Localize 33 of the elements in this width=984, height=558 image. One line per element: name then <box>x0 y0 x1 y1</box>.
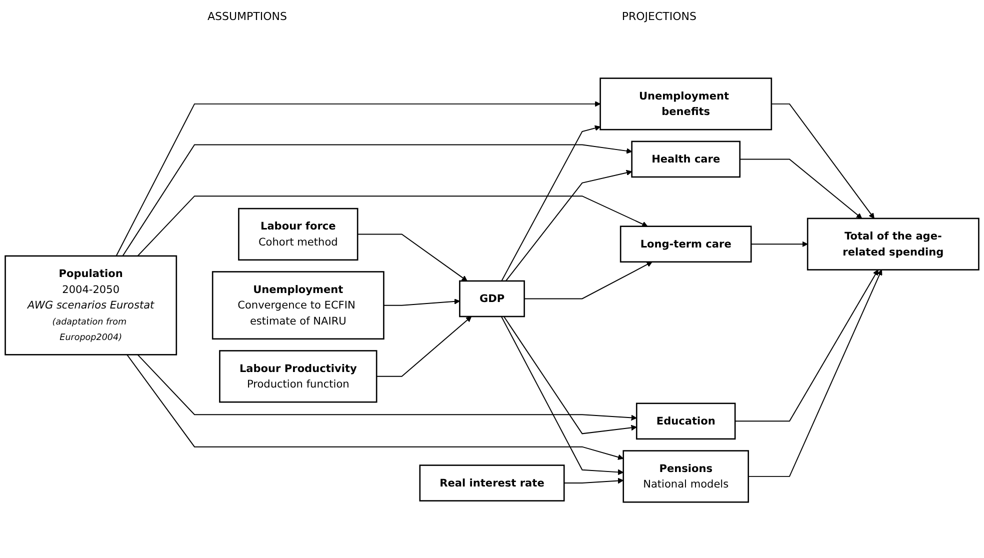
arrow <box>500 316 624 476</box>
process-box: Population 2004-2050 AWG scenarios Eurostat (adaptation from Europop2004) <box>4 256 178 356</box>
process-box: Health care <box>631 141 741 178</box>
process-box: Pensions National models <box>622 450 749 504</box>
column-heading: PROJECTIONS <box>622 10 697 23</box>
process-box: Education <box>636 403 736 440</box>
arrow <box>748 270 882 478</box>
arrow <box>505 170 632 282</box>
arrow <box>770 104 874 220</box>
arrow <box>503 316 637 434</box>
arrow <box>564 478 624 484</box>
arrow <box>734 270 878 422</box>
arrow <box>501 126 601 282</box>
arrow <box>524 262 652 300</box>
process-box: GDP <box>459 280 525 318</box>
arrow <box>122 144 632 257</box>
arrow <box>126 354 624 460</box>
process-box: Labour force Cohort method <box>238 208 358 261</box>
arrow <box>750 242 808 248</box>
arrow <box>383 298 460 306</box>
column-heading: ASSUMPTIONS <box>207 10 287 23</box>
process-box: Total of the age-related spending <box>806 218 980 271</box>
arrow <box>116 101 601 257</box>
process-box: Labour Productivity Production function <box>219 350 378 404</box>
process-box: Unemployment Convergence to ECFIN estimate of NAIRU <box>212 271 384 340</box>
arrow <box>357 234 468 282</box>
arrow <box>376 316 472 378</box>
process-box: Real interest rate <box>419 464 565 502</box>
arrow <box>137 196 648 257</box>
process-box: Unemployment benefits <box>600 78 772 131</box>
arrow <box>137 354 637 421</box>
arrow <box>739 159 862 220</box>
process-box: Long-term care <box>620 226 752 263</box>
